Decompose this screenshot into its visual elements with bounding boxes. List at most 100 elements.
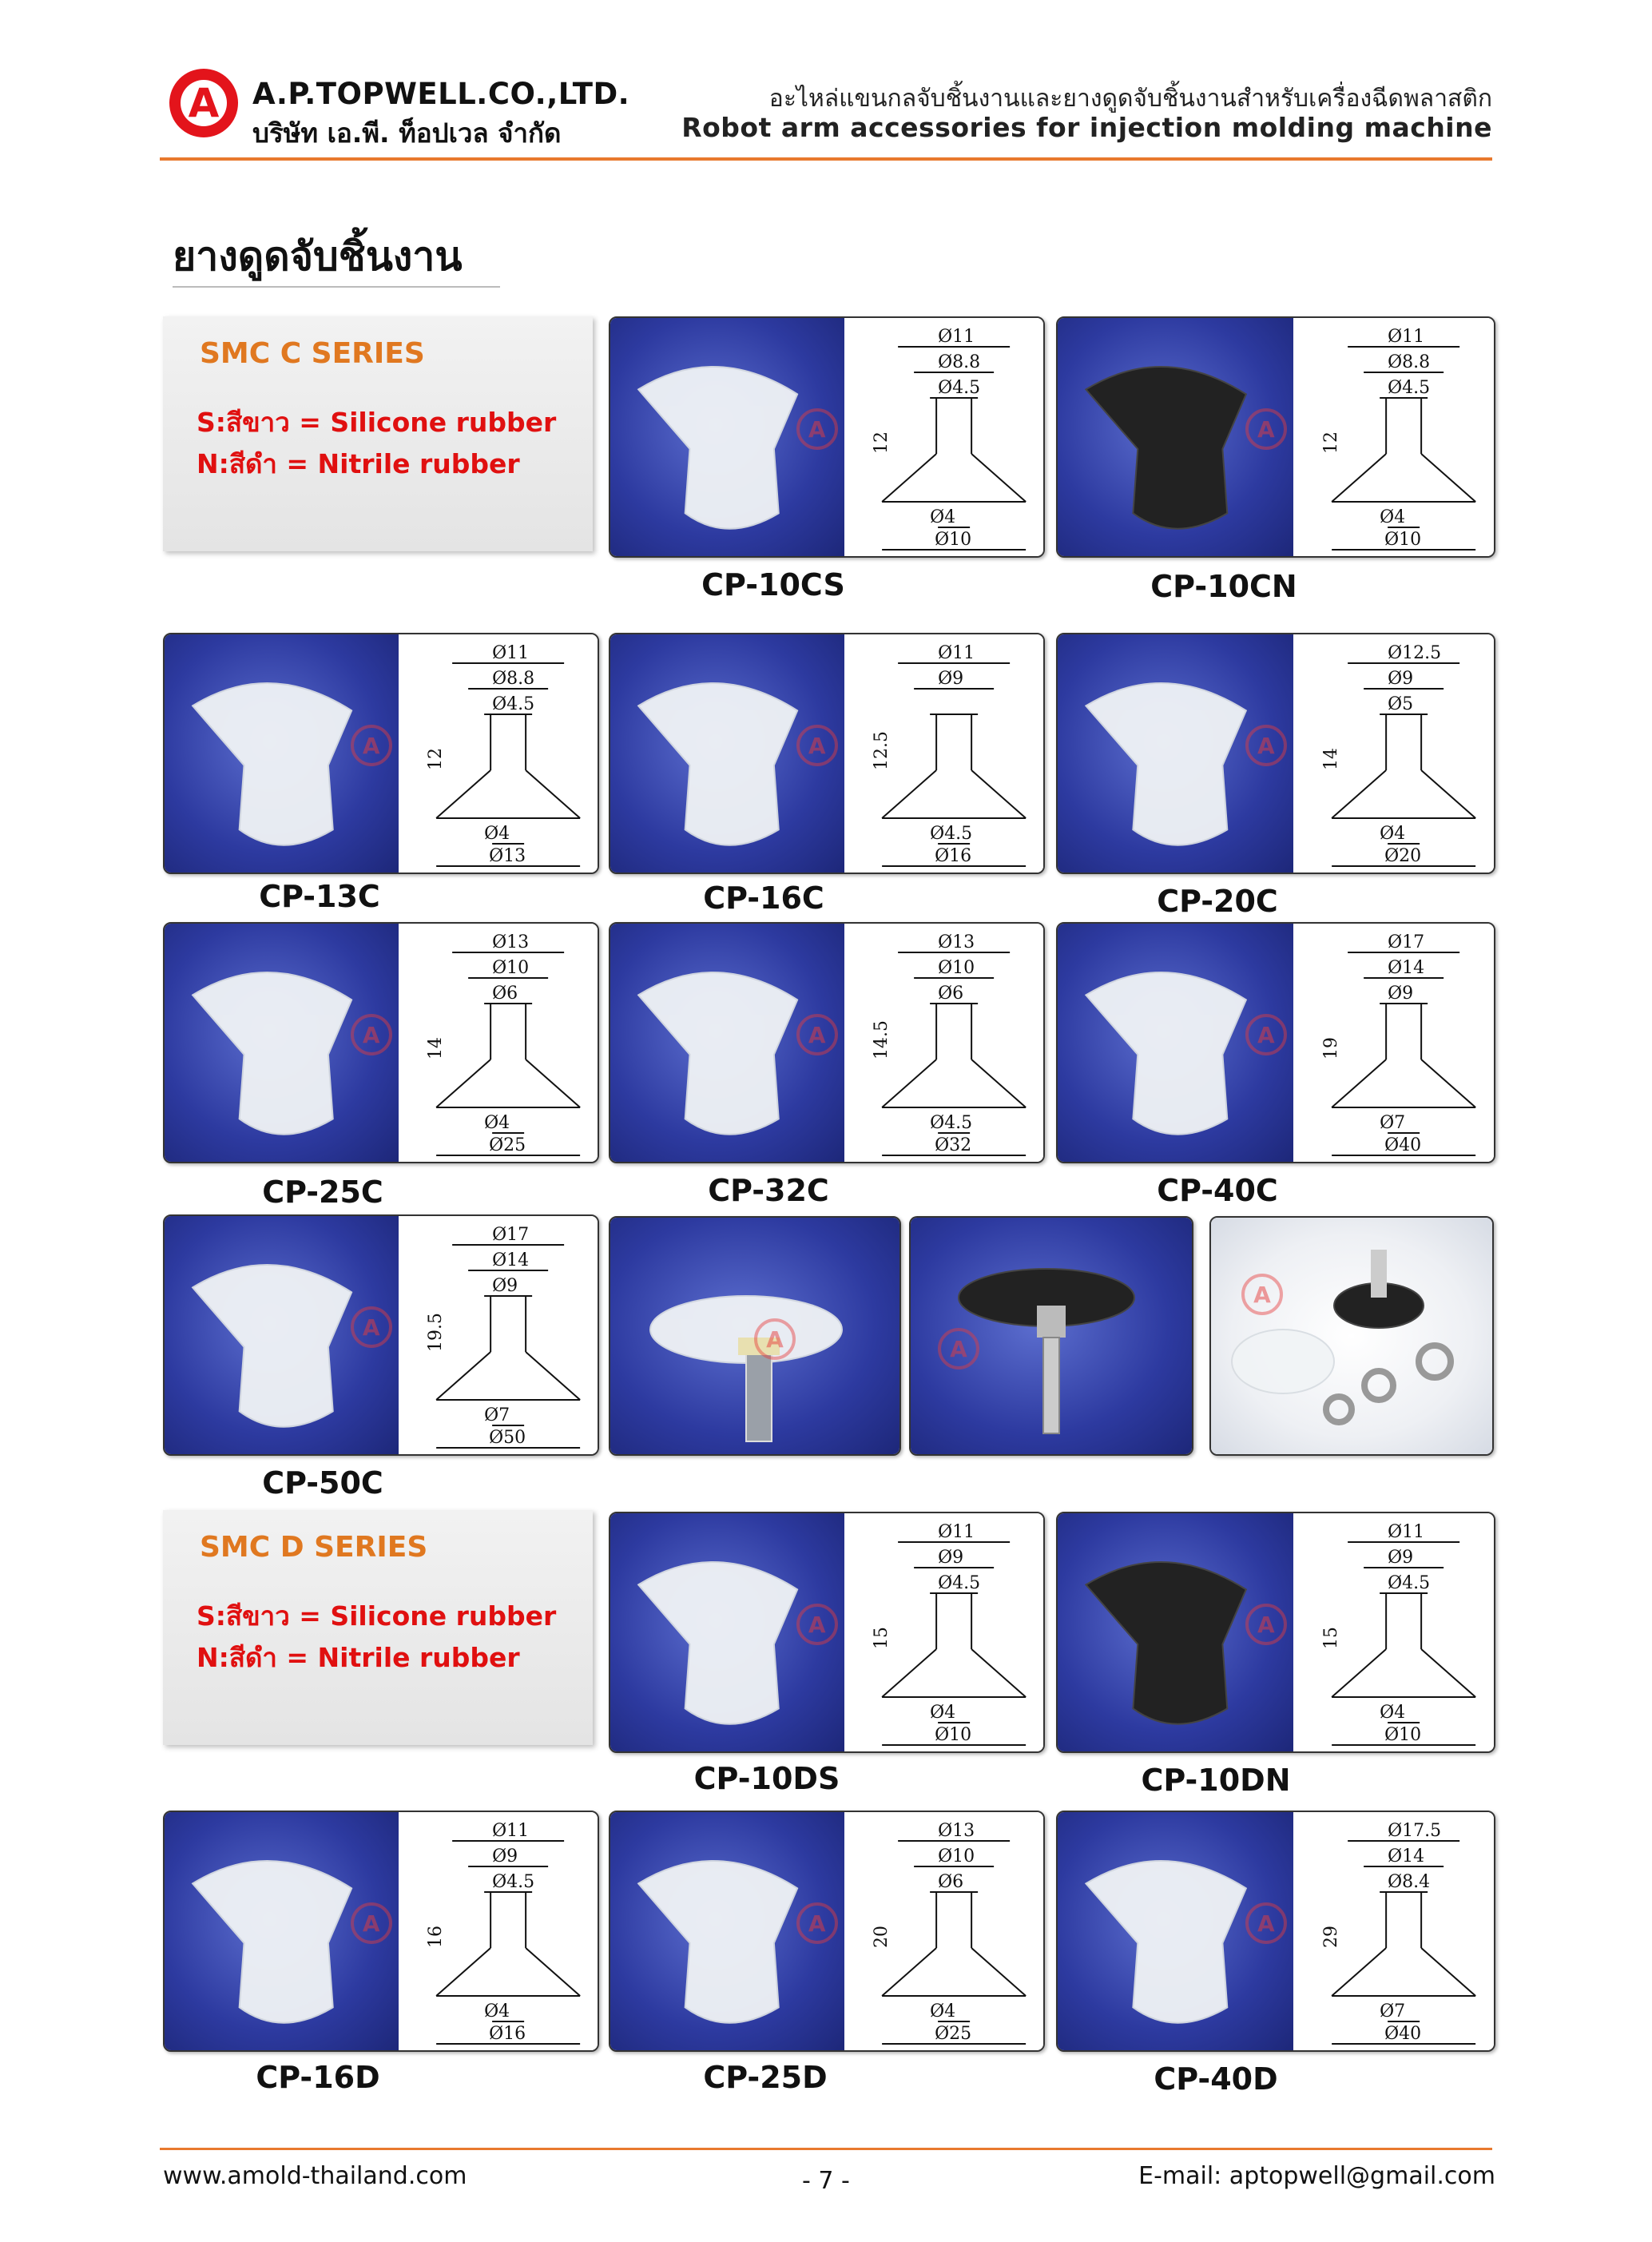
dim-cup-diameter: Ø25 bbox=[489, 1135, 526, 1155]
dim-height: 15 bbox=[1321, 1627, 1341, 1649]
product-code-label: CP-50C bbox=[262, 1465, 383, 1501]
series-title: SMC D SERIES bbox=[200, 1531, 428, 1564]
drawing-line bbox=[971, 1947, 1027, 1997]
drawing-line bbox=[1331, 1059, 1387, 1108]
dim-inner-top: Ø4.5 bbox=[492, 694, 534, 714]
dim-mid-top: Ø8.8 bbox=[492, 669, 534, 689]
product-photo: A bbox=[610, 634, 844, 873]
series-material-black: N:สีดำ = Nitrile rubber bbox=[197, 1642, 520, 1673]
dim-hole: Ø4 bbox=[930, 2002, 955, 2021]
drawing-line bbox=[971, 1059, 1027, 1108]
drawing-line bbox=[1331, 453, 1387, 503]
watermark-icon: A bbox=[1245, 1604, 1287, 1646]
product-photo: A bbox=[1058, 1812, 1293, 2050]
product-photo: A bbox=[1058, 318, 1293, 556]
dim-height: 19.5 bbox=[426, 1313, 446, 1352]
dim-cup-diameter: Ø16 bbox=[489, 2024, 526, 2044]
dim-height: 12 bbox=[872, 431, 892, 454]
drawing-line bbox=[1420, 1648, 1476, 1698]
dim-cup-diameter: Ø13 bbox=[489, 846, 526, 866]
watermark-icon: A bbox=[796, 725, 838, 767]
dim-inner-top: Ø4.5 bbox=[492, 1872, 534, 1892]
product-code-label: CP-16D bbox=[256, 2060, 380, 2095]
photo-card-parts: A bbox=[1209, 1216, 1494, 1456]
dim-outer-top: Ø11 bbox=[938, 327, 975, 347]
product-photo: A bbox=[165, 924, 399, 1162]
dim-hole: Ø4.5 bbox=[930, 1113, 972, 1133]
watermark-icon: A bbox=[350, 725, 392, 767]
dim-mid-top: Ø10 bbox=[938, 958, 975, 978]
footer-rule bbox=[160, 2148, 1492, 2150]
dim-hole: Ø7 bbox=[1380, 2002, 1405, 2021]
dim-inner-top: Ø6 bbox=[938, 984, 963, 1004]
watermark-icon: A bbox=[1245, 1902, 1287, 1945]
series-material-black: N:สีดำ = Nitrile rubber bbox=[197, 448, 520, 479]
watermark-icon: A bbox=[350, 1306, 392, 1349]
product-photo: A bbox=[610, 1218, 899, 1454]
product-photo: A bbox=[1211, 1218, 1492, 1454]
product-photo: A bbox=[610, 924, 844, 1162]
drawing-line bbox=[1331, 1648, 1387, 1698]
dim-height: 16 bbox=[426, 1926, 446, 1948]
dim-height: 20 bbox=[872, 1926, 892, 1948]
series-material-white: S:สีขาว = Silicone rubber bbox=[197, 1600, 557, 1632]
dim-inner-top: Ø5 bbox=[1388, 694, 1413, 714]
dim-mid-top: Ø9 bbox=[1388, 669, 1413, 689]
product-code-label: CP-40C bbox=[1157, 1173, 1278, 1208]
product-code-label: CP-13C bbox=[259, 879, 380, 914]
drawing-line bbox=[525, 769, 581, 819]
dim-mid-top: Ø14 bbox=[1388, 958, 1424, 978]
dim-mid-top: Ø9 bbox=[492, 1846, 518, 1866]
dim-height: 19 bbox=[1321, 1037, 1341, 1059]
drawing-line bbox=[881, 769, 937, 819]
series-box-d: SMC D SERIES S:สีขาว = Silicone rubber N… bbox=[163, 1510, 593, 1745]
dim-cup-diameter: Ø10 bbox=[1384, 1725, 1421, 1745]
dim-cup-diameter: Ø16 bbox=[935, 846, 971, 866]
dim-outer-top: Ø13 bbox=[492, 932, 529, 952]
drawing-line bbox=[1331, 1947, 1387, 1997]
drawing-line bbox=[435, 1947, 491, 1997]
watermark-icon: A bbox=[754, 1318, 796, 1360]
product-photo: A bbox=[165, 1216, 399, 1454]
dim-hole: Ø4 bbox=[930, 507, 955, 527]
footer-email[interactable]: E-mail: aptopwell@gmail.com bbox=[1138, 2162, 1495, 2190]
drawing-line bbox=[881, 1947, 937, 1997]
dim-mid-top: Ø9 bbox=[938, 1548, 963, 1568]
dim-height: 12 bbox=[1321, 431, 1341, 454]
company-name-en: A.P.TOPWELL.CO.,LTD. bbox=[252, 77, 630, 111]
dim-cup-diameter: Ø40 bbox=[1384, 1135, 1421, 1155]
dim-inner-top: Ø8.4 bbox=[1388, 1872, 1430, 1892]
dim-height: 15 bbox=[872, 1627, 892, 1649]
page-title: ยางดูดจับชิ้นงาน bbox=[173, 233, 463, 280]
drawing-line bbox=[881, 1648, 937, 1698]
dim-hole: Ø4 bbox=[484, 2002, 510, 2021]
product-code-label: CP-10DN bbox=[1141, 1763, 1291, 1798]
footer-website[interactable]: www.amold-thailand.com bbox=[163, 2162, 467, 2190]
dim-cup-diameter: Ø40 bbox=[1384, 2024, 1421, 2044]
title-underline bbox=[173, 286, 500, 288]
product-photo: A bbox=[911, 1218, 1192, 1454]
watermark-icon: A bbox=[796, 1604, 838, 1646]
photo-card-assembly-2: A bbox=[909, 1216, 1193, 1456]
dim-cup-diameter: Ø50 bbox=[489, 1428, 526, 1448]
